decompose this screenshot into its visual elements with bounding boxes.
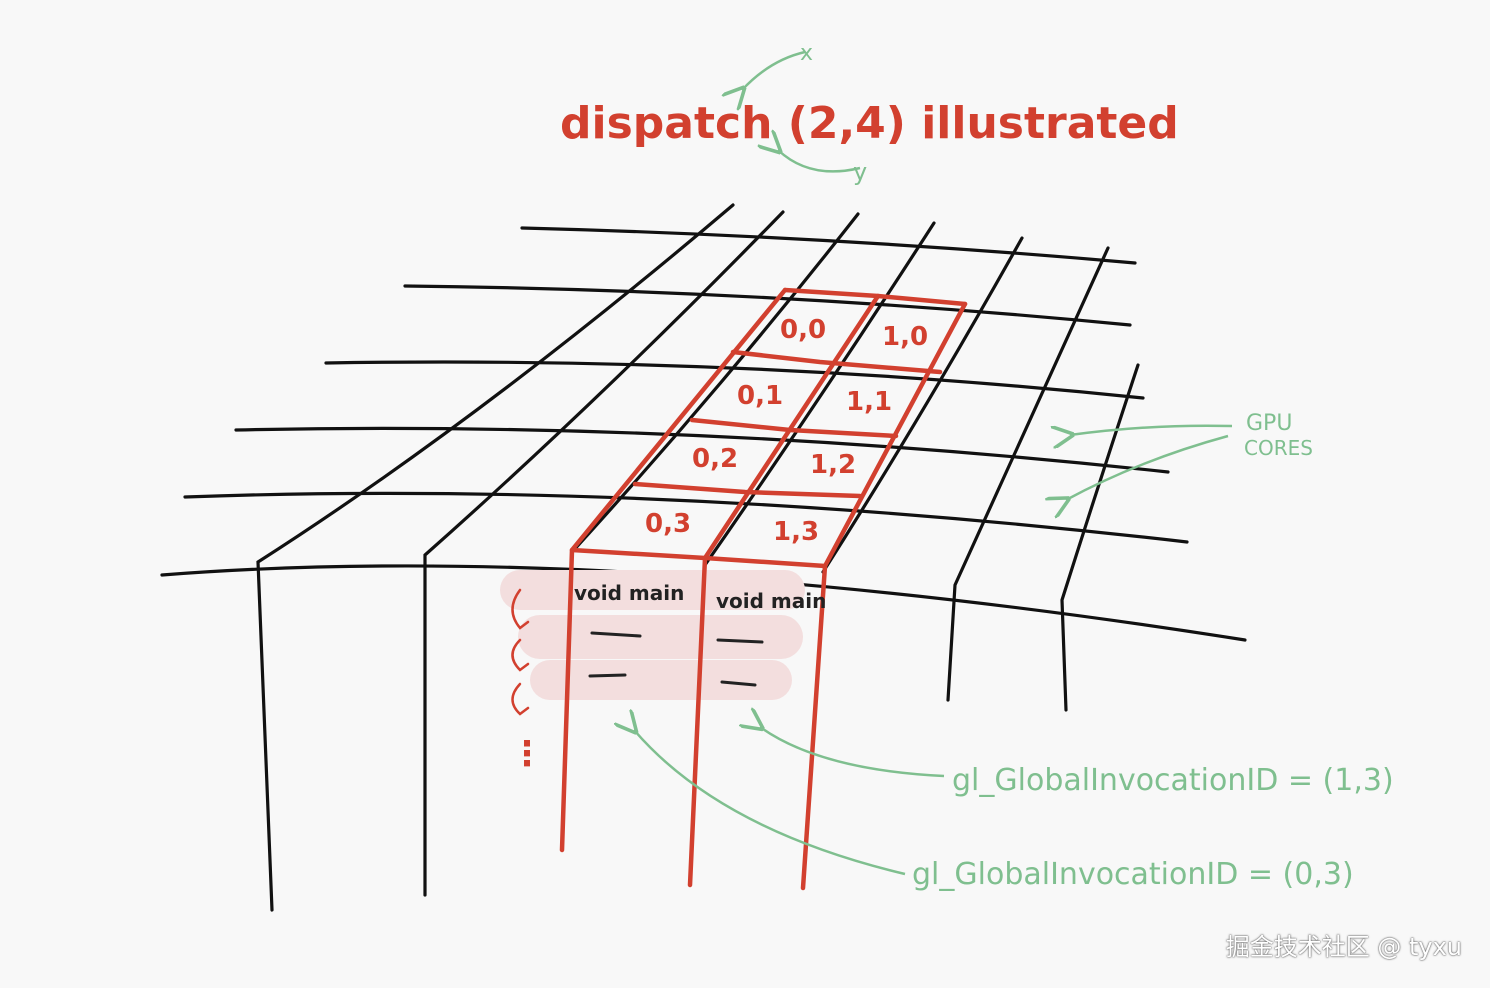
dispatch-column-line xyxy=(559,287,788,853)
grid-column-line xyxy=(423,210,785,897)
execution-loop xyxy=(511,588,530,716)
grid-row-line xyxy=(520,226,1137,265)
dispatch-region xyxy=(559,287,968,891)
cell-label: 0,3 xyxy=(645,509,691,539)
dispatch-row-line xyxy=(730,349,943,375)
cell-label: 0,2 xyxy=(692,444,738,474)
dispatch-column-line xyxy=(800,301,968,891)
instruction-dashes xyxy=(588,631,764,687)
invocation-right-label: void main xyxy=(716,589,826,613)
instruction-dash xyxy=(590,631,642,638)
grid-column-line xyxy=(1060,363,1140,712)
y-axis-arrow xyxy=(778,150,861,173)
x-axis-label: x xyxy=(800,41,813,66)
grid-column-line xyxy=(570,212,860,554)
gpu-cores-label-line2: CORES xyxy=(1244,436,1313,460)
grid-row-line xyxy=(324,360,1145,400)
dispatch-row-line xyxy=(569,547,828,569)
gpu-core-grid xyxy=(160,203,1247,912)
instruction-dash xyxy=(720,680,757,687)
grid-row-line xyxy=(183,491,1189,544)
diagram-title: dispatch (2,4) illustrated xyxy=(560,98,1179,149)
dispatch-column-line xyxy=(687,293,881,888)
cell-label: 0,1 xyxy=(737,381,783,411)
grid-column-line xyxy=(703,221,936,567)
cell-label: 1,1 xyxy=(846,387,892,417)
instruction-dash xyxy=(716,638,764,644)
watermark: 掘金技术社区 @ tyxu xyxy=(1225,933,1462,961)
cell-label: 0,0 xyxy=(780,315,826,345)
x-axis-arrow xyxy=(742,50,806,90)
invocation-id-arrows xyxy=(634,727,945,876)
invocation-left-label: void main xyxy=(574,581,684,605)
invocation-arrow-bottom xyxy=(634,730,906,876)
axis-hints xyxy=(742,50,861,173)
grid-row-line xyxy=(234,426,1170,474)
gpu-core-arrow xyxy=(1066,434,1229,500)
invocation-id-bottom: gl_GlobalInvocationID = (0,3) xyxy=(912,857,1354,892)
grid-column-line xyxy=(946,246,1110,702)
dispatch-row-line xyxy=(632,481,863,499)
instruction-band-2 xyxy=(530,660,792,700)
invocation-arrow-top xyxy=(760,727,945,778)
loop-arrow xyxy=(511,682,530,716)
instruction-band-1 xyxy=(518,615,803,659)
y-axis-label: y xyxy=(853,158,867,186)
cell-label: 1,2 xyxy=(810,450,856,480)
dispatch-cells: 0,0 1,0 0,1 1,1 0,2 1,2 0,3 1,3 xyxy=(645,315,928,547)
invocation-bands xyxy=(500,570,805,700)
gpu-cores-label-line1: GPU xyxy=(1246,411,1292,436)
loop-arrow xyxy=(511,638,530,672)
loop-arrow xyxy=(511,588,530,630)
cell-label: 1,0 xyxy=(882,322,928,352)
gpu-core-arrow xyxy=(1070,424,1233,435)
grid-column-line xyxy=(821,236,1024,574)
cell-label: 1,3 xyxy=(773,517,819,547)
invocation-id-top: gl_GlobalInvocationID = (1,3) xyxy=(952,763,1394,798)
grid-column-line xyxy=(256,203,735,912)
grid-row-line xyxy=(403,284,1132,327)
instruction-dash xyxy=(588,673,627,678)
gpu-cores-arrows xyxy=(1066,424,1233,500)
instruction-band-0 xyxy=(500,570,805,610)
loop-ellipsis: ⋮ xyxy=(510,734,544,774)
